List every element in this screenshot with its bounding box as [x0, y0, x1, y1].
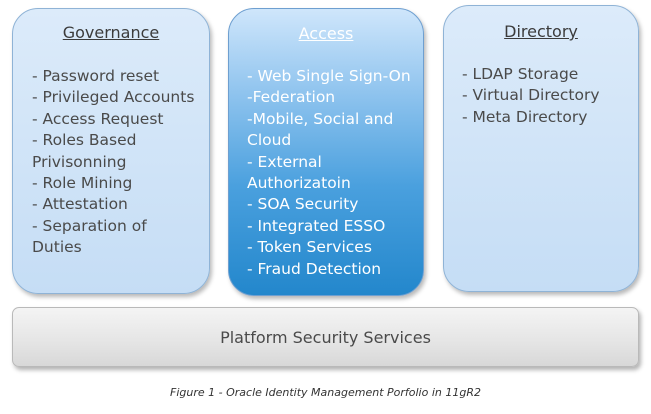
access-item-list: - Web Single Sign-On -Federation -Mobile…	[247, 66, 421, 280]
list-item: - Separation of	[32, 216, 147, 235]
list-item: Privisonning	[32, 152, 127, 171]
list-item: - Virtual Directory	[462, 86, 600, 105]
list-item: - Token Services	[247, 238, 372, 257]
list-item: - Privileged Accounts	[32, 88, 195, 107]
governance-title: Governance	[62, 23, 160, 42]
platform-label: Platform Security Services	[220, 328, 431, 347]
list-item: Duties	[32, 238, 82, 257]
governance-item-list: - Password reset - Privileged Accounts -…	[32, 66, 206, 259]
access-box: Access - Web Single Sign-On -Federation …	[228, 8, 424, 296]
governance-box: Governance - Password reset - Privileged…	[12, 8, 210, 294]
list-item: - Password reset	[32, 67, 160, 85]
list-item: Authorizatoin	[247, 174, 351, 193]
list-item: - Fraud Detection	[247, 259, 382, 278]
platform-security-bar: Platform Security Services	[12, 307, 639, 367]
list-item: Cloud	[247, 131, 292, 150]
list-item: - Role Mining	[32, 174, 133, 193]
list-item: - Attestation	[32, 195, 128, 214]
list-item: -Federation	[247, 88, 336, 107]
list-item: -Mobile, Social and	[247, 109, 394, 128]
list-item: - SOA Security	[247, 195, 359, 214]
directory-title: Directory	[504, 22, 578, 41]
figure-caption: Figure 1 - Oracle Identity Management Po…	[170, 386, 481, 399]
list-item: - Integrated ESSO	[247, 216, 386, 235]
list-item: - Meta Directory	[462, 107, 588, 126]
list-item: - Access Request	[32, 109, 164, 128]
list-item: - LDAP Storage	[462, 65, 579, 83]
directory-item-list: - LDAP Storage - Virtual Directory - Met…	[462, 64, 636, 128]
directory-box: Directory - LDAP Storage - Virtual Direc…	[443, 5, 639, 292]
list-item: - Web Single Sign-On	[247, 67, 411, 85]
list-item: - Roles Based	[32, 131, 137, 150]
list-item: - External	[247, 152, 322, 171]
access-title: Access	[298, 24, 354, 43]
